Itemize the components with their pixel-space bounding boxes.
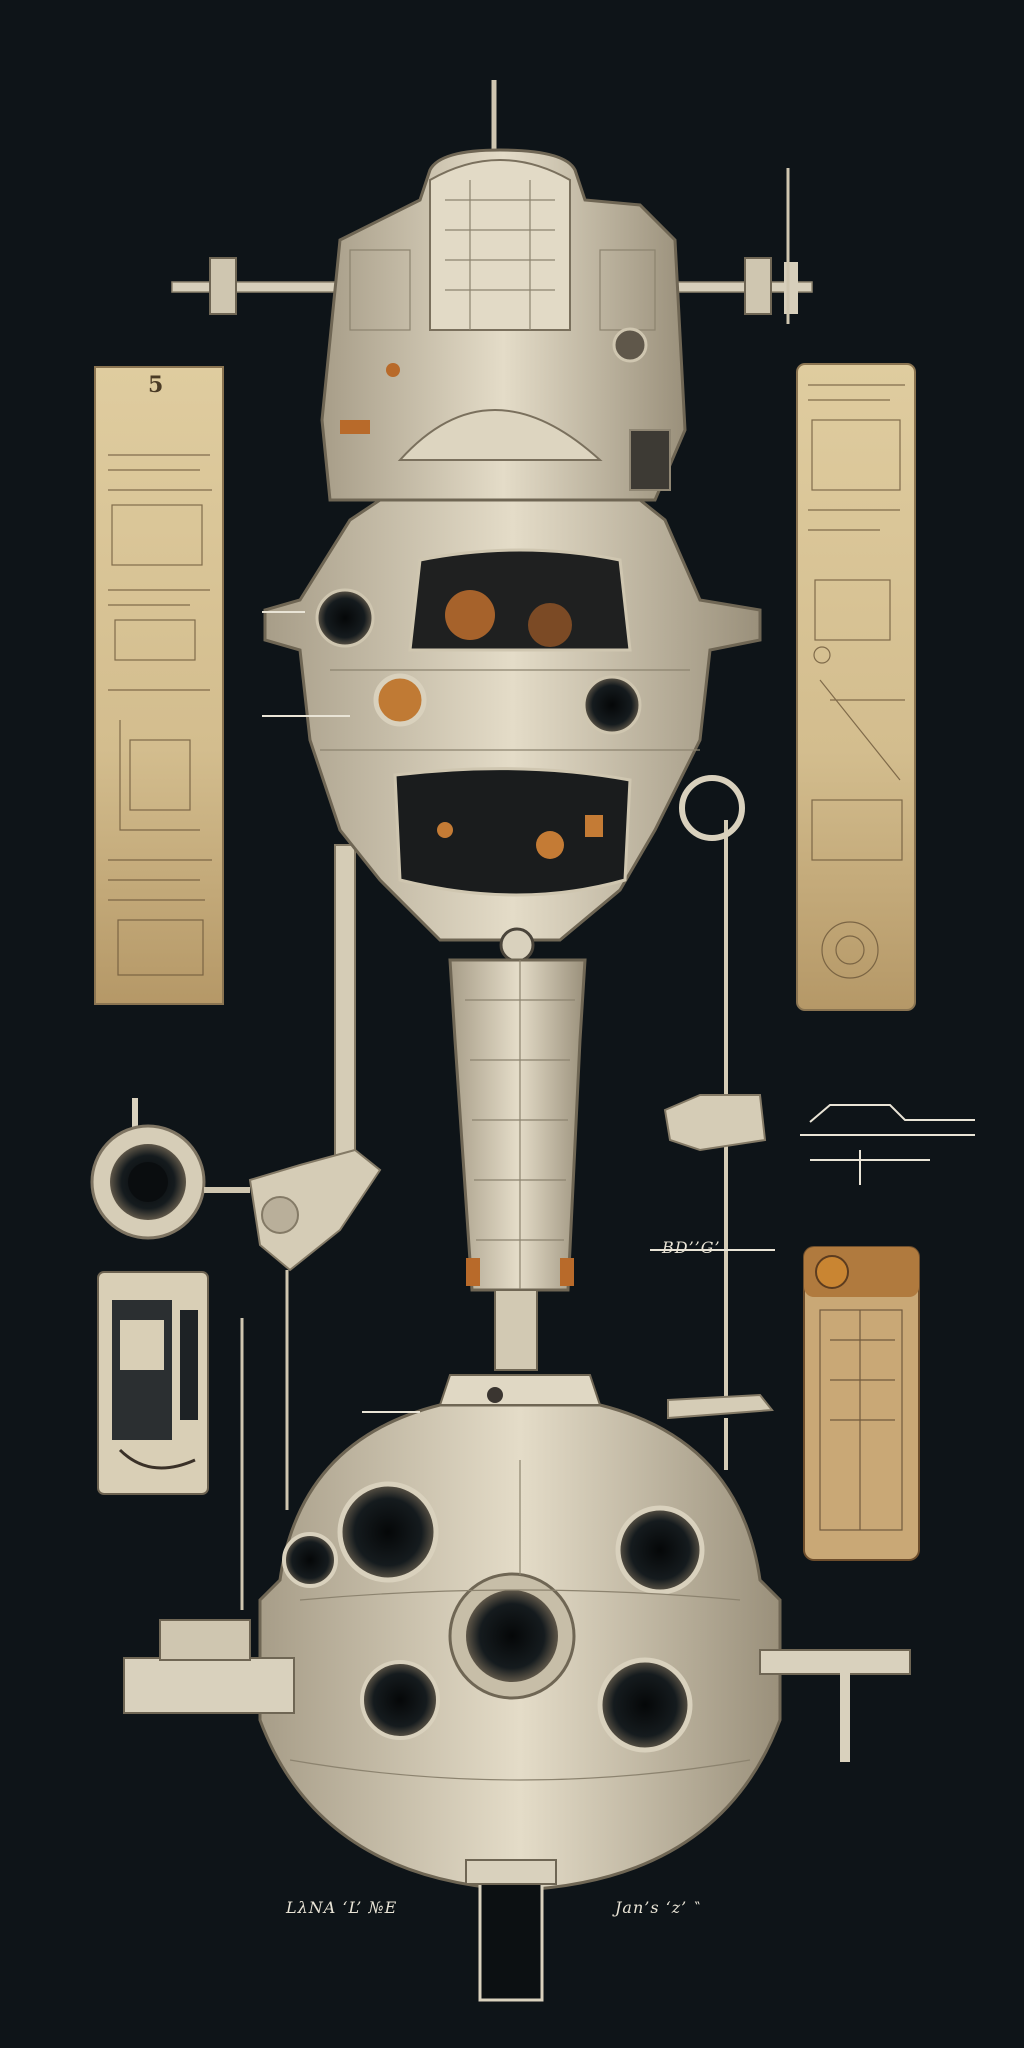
middle-module <box>263 498 762 963</box>
annotation-bottom-left: LλNA ‘L’ №E <box>286 1898 398 1917</box>
upper-module <box>320 148 687 502</box>
right-cable <box>663 820 774 1470</box>
left-machine-box <box>97 1271 209 1495</box>
left-strut <box>240 844 382 1610</box>
right-parchment-panel <box>796 363 916 1011</box>
neck-stem <box>448 958 587 1371</box>
annotation-mid-right: BD’’G’ <box>662 1238 721 1257</box>
annotation-bottom-right: Jan’s ‘z’ ‶ <box>615 1898 701 1917</box>
bottom-module <box>123 1374 911 2002</box>
schematic-details <box>262 611 975 1413</box>
left-pod <box>90 1098 250 1240</box>
small-rust-panel <box>803 1246 920 1561</box>
left-panel-glyph: 5 <box>148 372 164 398</box>
left-parchment-panel <box>94 366 224 1005</box>
